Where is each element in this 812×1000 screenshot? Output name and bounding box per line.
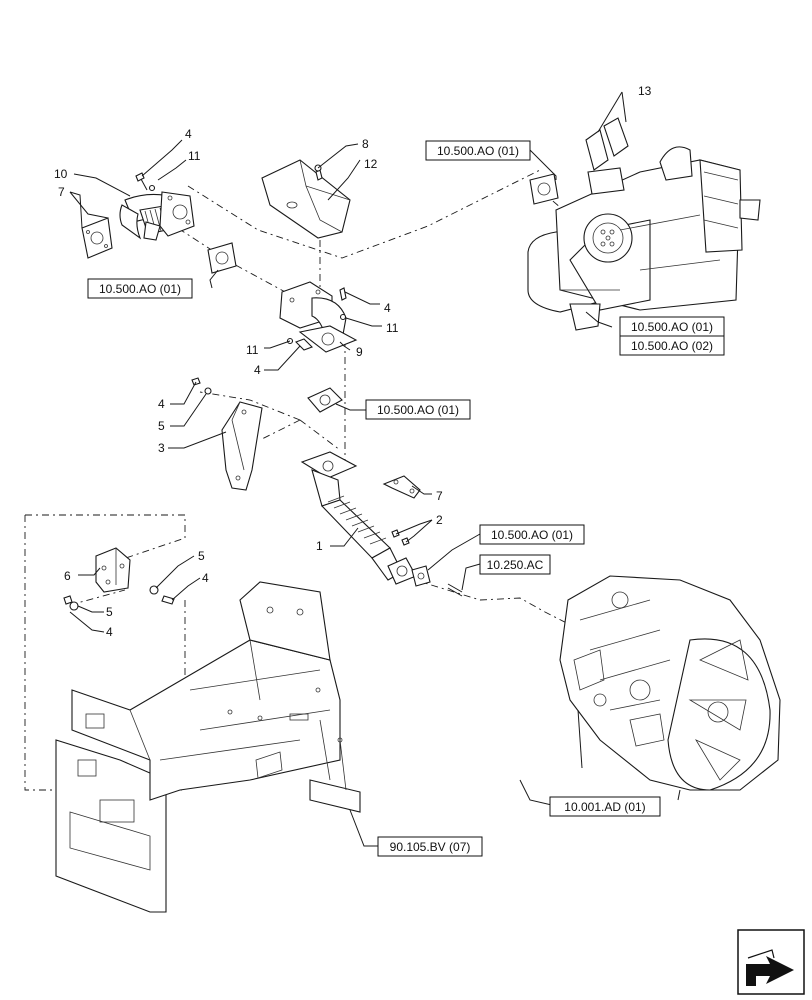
ref-box-10-500-ao-01-middle[interactable]: 10.500.AO (01) [365,399,471,420]
callout-7: 7 [436,489,443,503]
callout-numbers: 13 4 11 10 7 8 12 4 11 9 11 4 4 5 3 7 2 … [54,84,652,639]
bolts-part-2 [391,529,410,546]
svg-text:10.500.AO (02): 10.500.AO (02) [631,339,713,353]
callout-11: 11 [188,149,201,163]
callout-11: 11 [246,343,259,357]
engine-assembly [559,575,781,791]
callout-12: 12 [364,157,378,171]
next-page-arrow-icon[interactable] [737,929,805,995]
svg-text:10.500.AO (01): 10.500.AO (01) [99,282,181,296]
callout-5: 5 [158,419,165,433]
heat-shield-part-12 [261,159,351,239]
callout-13: 13 [638,84,652,98]
ref-box-10-001-ad-01[interactable]: 10.001.AD (01) [549,796,661,817]
ref-box-90-105-bv-07[interactable]: 90.105.BV (07) [377,836,483,857]
reference-boxes: 10.500.AO (01) 10.500.AO (01) 10.500.AO … [87,140,725,857]
chassis-frame [55,581,361,913]
callout-4: 4 [384,301,391,315]
callout-7: 7 [58,185,65,199]
studs [447,583,463,597]
ref-box-10-250-ac[interactable]: 10.250.AC [479,554,551,575]
callout-1: 1 [316,539,323,553]
bracket-part-6 [95,547,131,593]
callout-8: 8 [362,137,369,151]
svg-text:10.500.AO (01): 10.500.AO (01) [631,320,713,334]
ref-box-10-500-ao-01-pipe[interactable]: 10.500.AO (01) [479,524,585,545]
bolts-lower-left [63,585,175,611]
callout-2: 2 [436,513,443,527]
callout-4: 4 [202,571,209,585]
callout-11: 11 [386,321,399,335]
callout-4: 4 [158,397,165,411]
callout-5: 5 [198,549,205,563]
svg-text:10.500.AO (01): 10.500.AO (01) [437,144,519,158]
svg-text:90.105.BV (07): 90.105.BV (07) [390,840,471,854]
svg-text:10.500.AO (01): 10.500.AO (01) [491,528,573,542]
ref-box-10-500-ao-01-right[interactable]: 10.500.AO (01) [619,316,725,337]
gasket-upper [207,242,237,274]
gasket-part-7-left [81,217,113,259]
callout-4: 4 [254,363,261,377]
callout-4: 4 [106,625,113,639]
callout-3: 3 [158,441,165,455]
svg-text:10.500.AO (01): 10.500.AO (01) [377,403,459,417]
aftertreatment-unit [527,117,761,331]
ref-box-10-500-ao-01-top[interactable]: 10.500.AO (01) [425,140,531,161]
svg-text:10.001.AD (01): 10.001.AD (01) [564,800,645,814]
gasket-pipe-end [411,565,431,587]
callout-10: 10 [54,167,68,181]
exhaust-elbow-part-10 [119,191,195,241]
gasket-middle [307,387,343,413]
svg-text:10.250.AC: 10.250.AC [487,558,544,572]
callout-6: 6 [64,569,71,583]
ref-box-10-500-ao-01-left[interactable]: 10.500.AO (01) [87,278,193,299]
ref-box-10-500-ao-02-right[interactable]: 10.500.AO (02) [619,335,725,356]
clamp-part-7-middle [382,475,421,499]
elbow-bracket-part-9 [279,281,358,353]
callout-4: 4 [185,127,192,141]
callout-5: 5 [106,605,113,619]
flex-pipe-part-1 [300,451,417,585]
support-bracket-part-3 [191,377,263,491]
leader-lines [69,91,681,847]
bolts-upper-left [135,172,156,192]
callout-9: 9 [356,345,363,359]
